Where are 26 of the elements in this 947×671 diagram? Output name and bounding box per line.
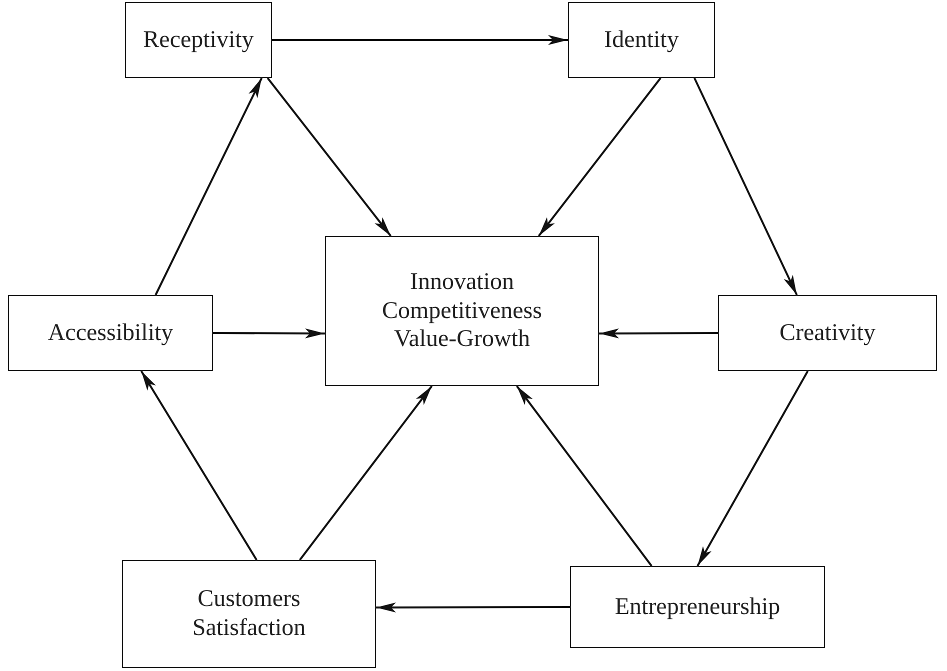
- concept-box: [122, 560, 376, 668]
- concept-label: Innovation Competitiveness Value-Growth: [381, 268, 543, 354]
- concept-box: [8, 295, 213, 371]
- concept-box: [125, 2, 272, 78]
- concept-box: [568, 2, 715, 78]
- arrow: [694, 78, 798, 296]
- arrow: [266, 77, 392, 237]
- concept-label: Customers Satisfaction: [191, 585, 307, 643]
- arrow: [376, 602, 570, 612]
- concept-box: [718, 295, 937, 371]
- concept-label: Creativity: [780, 318, 876, 348]
- concept-box: [325, 236, 599, 386]
- arrow: [599, 328, 718, 338]
- arrow: [213, 328, 325, 338]
- arrow: [154, 78, 263, 296]
- concept-label: Entrepreneurship: [614, 592, 780, 622]
- arrow: [299, 385, 433, 561]
- arrow: [516, 385, 652, 567]
- arrow: [696, 370, 809, 566]
- concept-box: [570, 566, 825, 648]
- concept-label: Identity: [604, 26, 679, 54]
- concept-label: Accessibility: [48, 318, 174, 348]
- arrow: [140, 370, 258, 561]
- arrow: [538, 77, 662, 237]
- arrow: [272, 35, 568, 45]
- concept-label: Receptivity: [143, 26, 254, 54]
